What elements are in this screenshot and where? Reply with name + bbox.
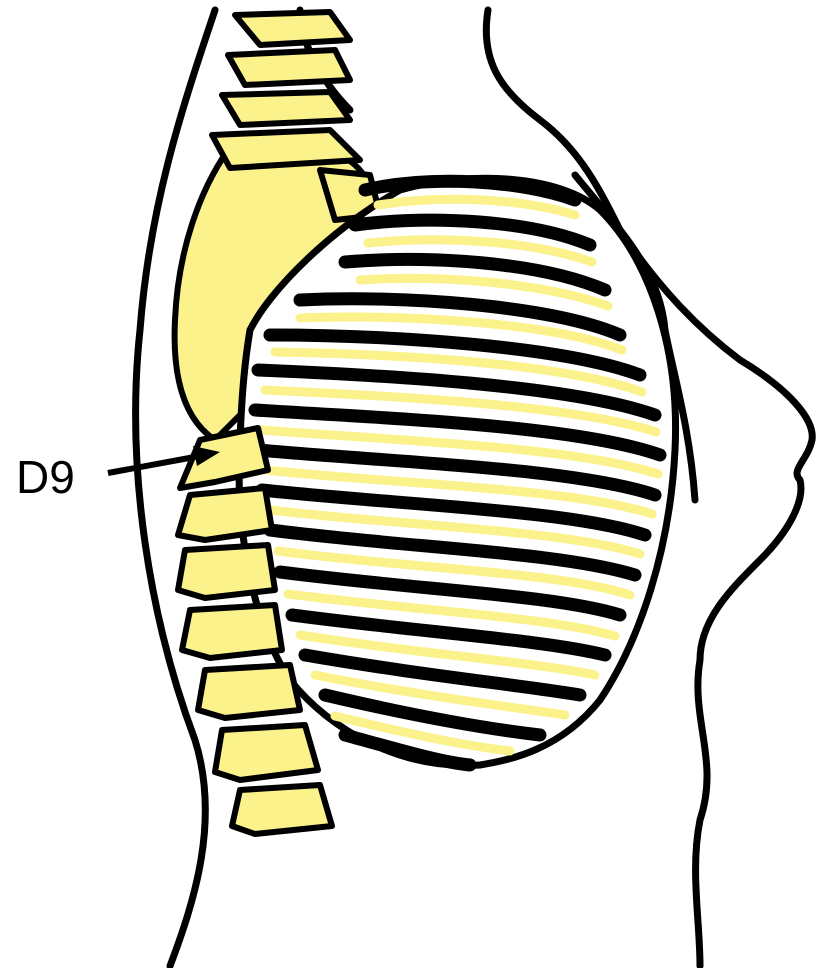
d9-label: D9 bbox=[16, 454, 75, 500]
rib-cage bbox=[239, 178, 675, 765]
